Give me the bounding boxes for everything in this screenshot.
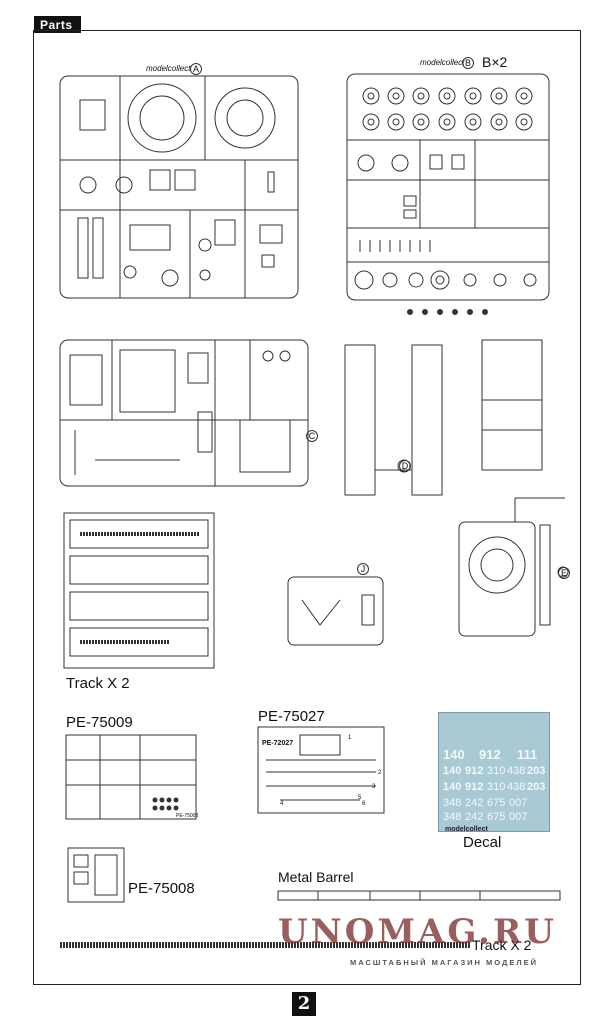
- decal-sheet: 140 912 111 140 912 310 438 203 140 912 …: [438, 712, 550, 833]
- decal-310-a: 310: [487, 765, 506, 777]
- sprue-c: [59, 339, 309, 487]
- decal-007-a: 007: [509, 797, 528, 809]
- track-panels: [63, 512, 215, 669]
- sprue-b-multiplier: B×2: [482, 54, 508, 70]
- decal-203-b: 203: [527, 781, 546, 793]
- decal-203-a: 203: [527, 765, 546, 777]
- sprue-a-letter: A: [190, 63, 202, 75]
- sprue-b: [346, 73, 550, 315]
- page-frame: [33, 30, 581, 985]
- road-wheels-row2: [362, 113, 533, 131]
- watermark-title: UNOMAG.RU: [278, 912, 557, 952]
- road-wheels-row1: [362, 87, 533, 105]
- track-label: Track X 2: [66, 675, 130, 692]
- parts-section-tab: Parts: [34, 16, 81, 33]
- decal-348-b: 348: [443, 811, 462, 823]
- pe-75009-fret: [65, 734, 197, 820]
- pe-75027-num-2: 2: [378, 770, 382, 776]
- sprue-a-brand: modelcollect: [146, 64, 191, 73]
- decal-label: Decal: [463, 834, 502, 851]
- pe-75027-num-5: 5: [358, 795, 362, 801]
- pe-75027-num-3: 3: [372, 784, 376, 790]
- decal-242-b: 242: [465, 811, 484, 823]
- metal-barrel: [277, 890, 561, 901]
- sprue-j-letter: J: [357, 563, 369, 575]
- sprue-a: [59, 75, 299, 299]
- sprue-e: [458, 497, 569, 637]
- decal-007-b: 007: [509, 811, 528, 823]
- metal-barrel-label: Metal Barrel: [278, 869, 354, 885]
- sprue-d: [344, 339, 543, 496]
- sprue-e-letter: E: [558, 567, 570, 579]
- sprue-b-letter: B: [462, 57, 474, 69]
- decal-912-b: 912: [465, 765, 484, 777]
- pe-75008-fret: [67, 847, 125, 903]
- decal-438-b: 438: [507, 781, 526, 793]
- decal-242-a: 242: [465, 797, 484, 809]
- decal-438-a: 438: [507, 765, 526, 777]
- sprue-c-letter: C: [306, 430, 318, 442]
- pe-75027-fret: [257, 726, 385, 814]
- bottom-track-label: Track X 2: [472, 937, 532, 953]
- pe-75008-plate: PE-75008: [176, 813, 199, 819]
- decal-140-c: 140: [443, 781, 462, 793]
- decal-675-b: 675: [487, 811, 506, 823]
- decal-brand: modelcollect: [445, 826, 488, 833]
- pe-75027-label: PE-75027: [258, 708, 325, 725]
- decal-140-b: 140: [443, 765, 462, 777]
- sprue-j: [287, 576, 384, 646]
- pe-72027-plate: PE-72027: [262, 740, 294, 747]
- decal-912-a: 912: [479, 747, 501, 762]
- sprue-d-letter: D: [399, 460, 411, 472]
- watermark-subtitle: МАСШТАБНЫЙ МАГАЗИН МОДЕЛЕЙ: [350, 958, 539, 967]
- decal-675-a: 675: [487, 797, 506, 809]
- decal-348-a: 348: [443, 797, 462, 809]
- pe-75009-label: PE-75009: [66, 714, 133, 731]
- pe-75008-label: PE-75008: [128, 880, 195, 897]
- decal-310-b: 310: [487, 781, 506, 793]
- pe-75027-num-6: 6: [362, 801, 366, 807]
- sprue-b-brand: modelcollect: [420, 58, 465, 67]
- pe-75027-num-1: 1: [348, 735, 352, 741]
- decal-140-a: 140: [443, 747, 465, 762]
- pe-75027-num-4: 4: [280, 801, 284, 807]
- decal-912-c: 912: [465, 781, 484, 793]
- decal-111: 111: [517, 747, 538, 762]
- page-number: 2: [292, 992, 316, 1016]
